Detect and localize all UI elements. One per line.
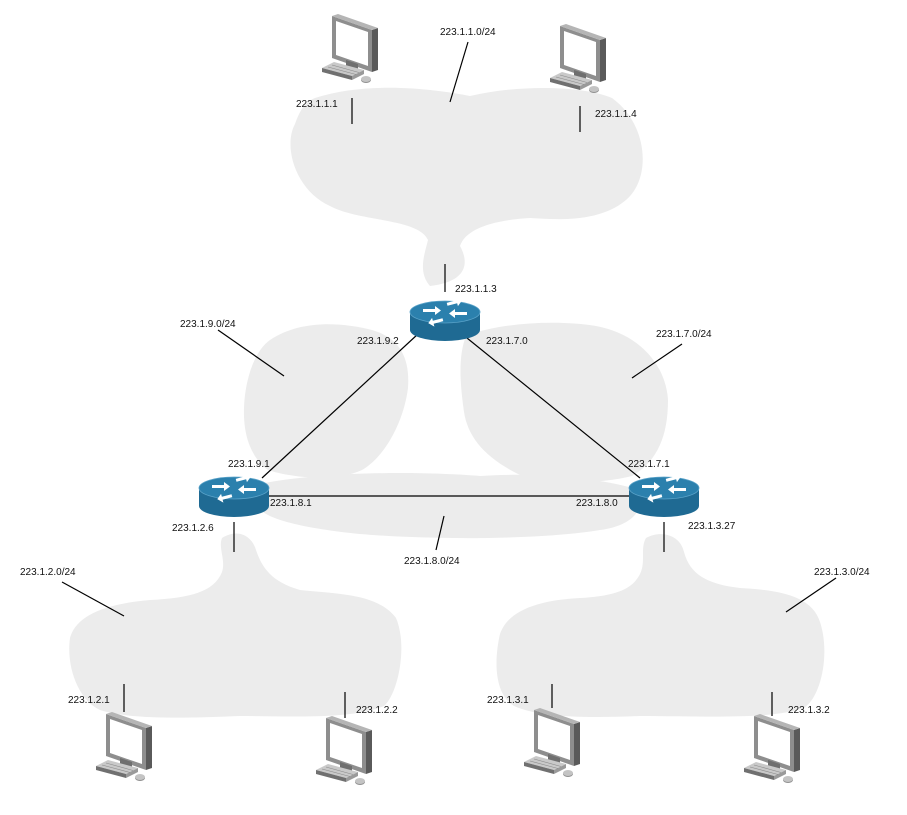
desktop-computer-icon (549, 23, 607, 94)
host-label-bottom-right-1: 223.1.3.1 (487, 695, 529, 706)
iface-label-top-router-right: 223.1.7.0 (486, 336, 528, 347)
desktop-computer-icon (743, 713, 801, 784)
iface-label-left-router-down: 223.1.2.6 (172, 523, 214, 534)
host-bottom-left-2[interactable] (315, 715, 373, 786)
subnet-cloud-top (290, 87, 643, 286)
router-links (233, 264, 665, 552)
subnet-labels: 223.1.1.0/24 223.1.9.0/24 223.1.7.0/24 2… (20, 27, 870, 578)
router-icon (198, 471, 270, 518)
pointer-subnet-right (631, 343, 683, 379)
host-stubs (123, 98, 773, 718)
host-top-right[interactable] (549, 23, 607, 94)
host-bottom-right-2[interactable] (743, 713, 801, 784)
host-label-bottom-left-1: 223.1.2.1 (68, 695, 110, 706)
link-top-right (461, 333, 641, 479)
subnet-label-top: 223.1.1.0/24 (440, 27, 496, 38)
link-top-left (261, 333, 419, 479)
subnet-cloud-right (460, 322, 668, 483)
pointer-subnet-top (449, 41, 469, 103)
host-label-top-right: 223.1.1.4 (595, 109, 637, 120)
iface-label-top-router-down: 223.1.1.3 (455, 284, 497, 295)
router-right[interactable] (628, 471, 700, 518)
pointer-subnet-left (217, 329, 285, 377)
desktop-computer-icon (321, 13, 379, 84)
host-bottom-left-1[interactable] (95, 711, 153, 782)
iface-label-right-router-left: 223.1.8.0 (576, 498, 618, 509)
router-icon (409, 295, 481, 342)
host-bottom-right-1[interactable] (523, 707, 581, 778)
desktop-computer-icon (523, 707, 581, 778)
subnet-label-bottom-left: 223.1.2.0/24 (20, 567, 76, 578)
desktop-computer-icon (315, 715, 373, 786)
subnet-cloud-bottom-right (496, 534, 825, 717)
iface-label-right-router-up: 223.1.7.1 (628, 459, 670, 470)
subnet-cloud-bottom-left (69, 533, 402, 718)
host-top-left[interactable] (321, 13, 379, 84)
subnet-label-right-link: 223.1.7.0/24 (656, 329, 712, 340)
pointer-subnet-bottom (435, 515, 445, 551)
pointer-subnet-bottom-left (61, 581, 125, 617)
subnet-clouds (69, 87, 825, 718)
host-labels: 223.1.1.1 223.1.1.4 223.1.2.1 223.1.2.2 … (68, 99, 830, 716)
iface-label-left-router-right: 223.1.8.1 (270, 498, 312, 509)
subnet-pointers (61, 41, 837, 617)
host-label-bottom-right-2: 223.1.3.2 (788, 705, 830, 716)
iface-label-right-router-down: 223.1.3.27 (688, 521, 736, 532)
host-label-bottom-left-2: 223.1.2.2 (356, 705, 398, 716)
iface-label-left-router-up: 223.1.9.1 (228, 459, 270, 470)
subnet-label-left-link: 223.1.9.0/24 (180, 319, 236, 330)
subnet-label-bottom-right: 223.1.3.0/24 (814, 567, 870, 578)
interface-labels: 223.1.1.3 223.1.9.2 223.1.7.0 223.1.9.1 … (172, 284, 736, 534)
subnet-label-bottom-link: 223.1.8.0/24 (404, 556, 460, 567)
router-top[interactable] (409, 295, 481, 342)
subnet-cloud-left (243, 324, 409, 478)
pointer-subnet-bottom-right (785, 577, 837, 613)
router-left[interactable] (198, 471, 270, 518)
iface-label-top-router-left: 223.1.9.2 (357, 336, 399, 347)
desktop-computer-icon (95, 711, 153, 782)
subnet-cloud-bottom (255, 473, 641, 539)
router-icon (628, 471, 700, 518)
host-label-top-left: 223.1.1.1 (296, 99, 338, 110)
